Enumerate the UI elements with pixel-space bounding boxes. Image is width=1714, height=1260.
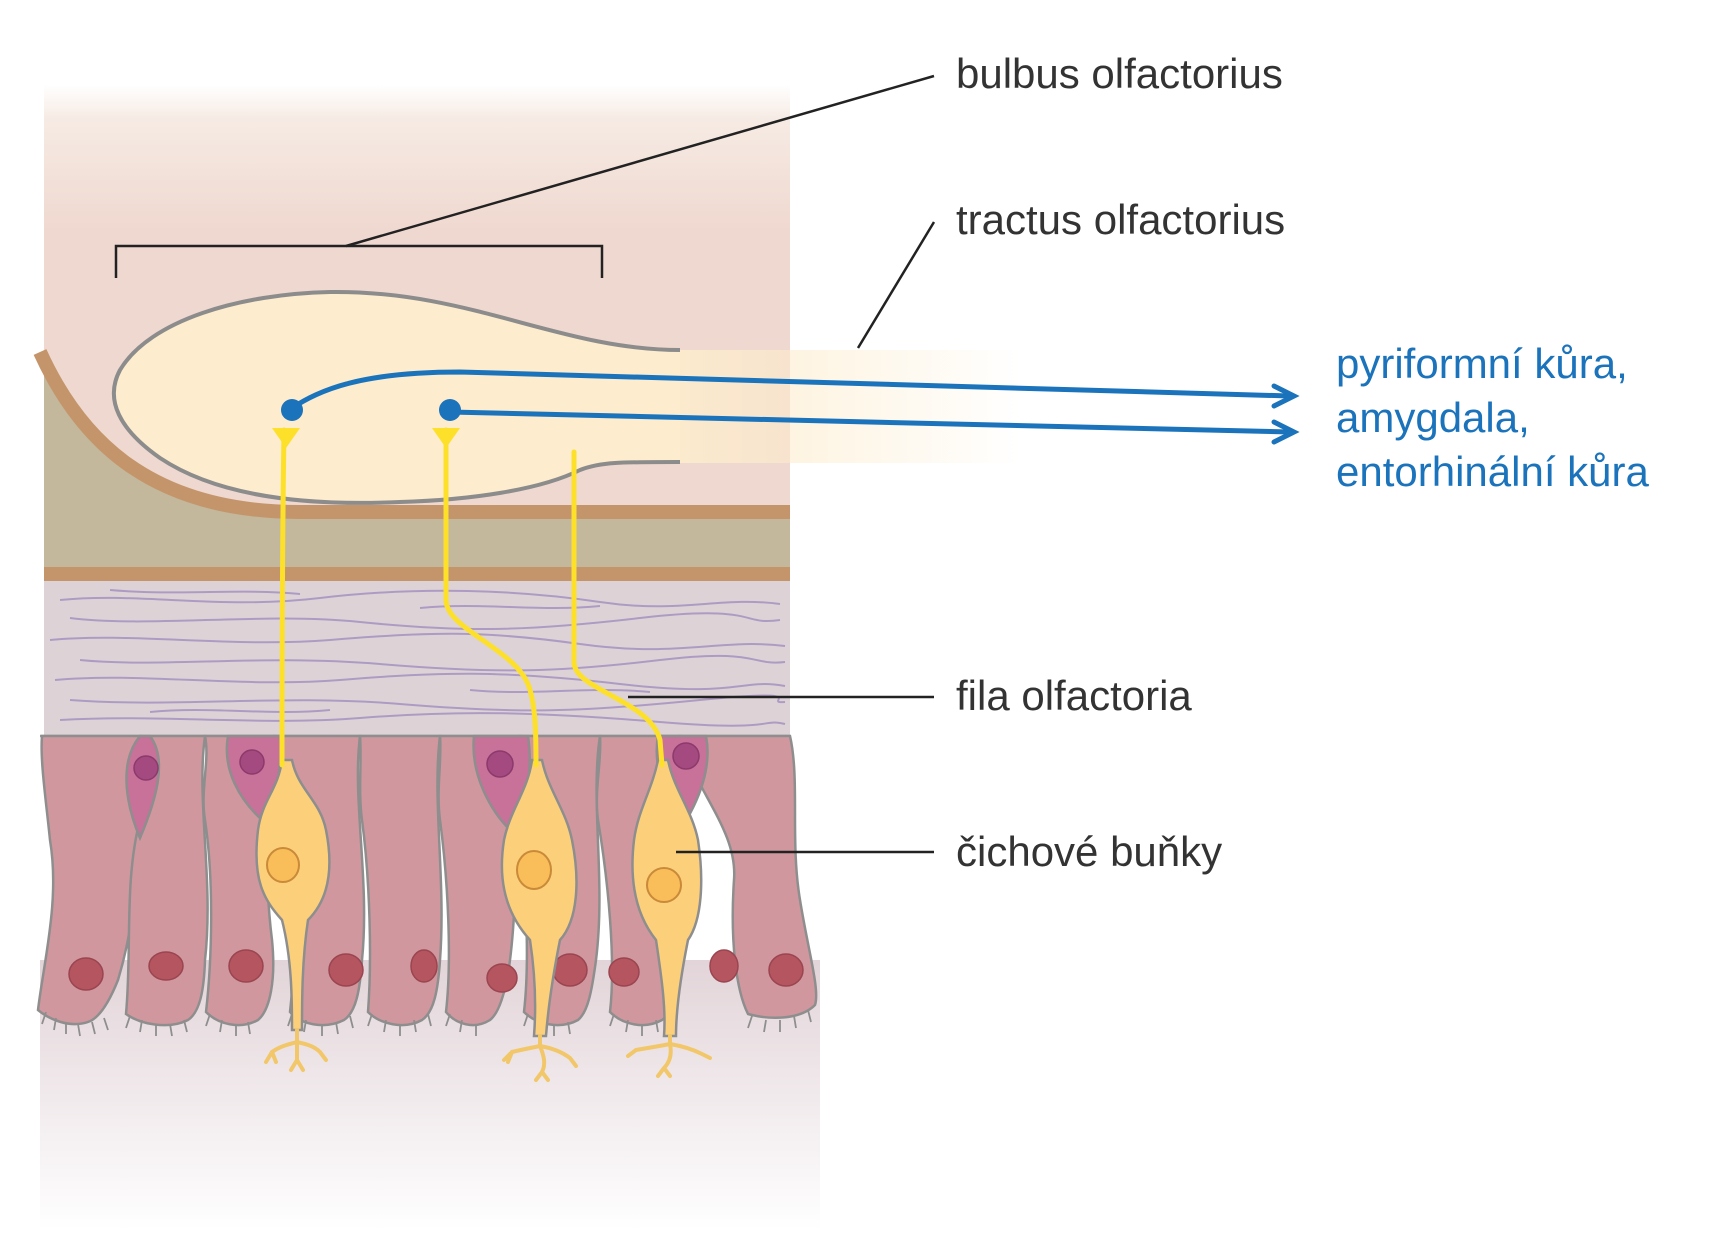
basal-cell-nucleus [133,755,159,781]
arrowhead [1271,419,1300,445]
label-bulbus-olfactorius: bulbus olfactorius [956,50,1283,97]
label-target-entorhinal: entorhinální kůra [1336,448,1650,495]
projection-pathways [289,369,1300,445]
label-fila-olfactoria: fila olfactoria [956,672,1192,719]
synapse-terminal [432,428,460,448]
supporting-cell-nuclei [68,949,804,993]
cilia [41,1009,812,1037]
label-cichove-bunky: čichové buňky [956,828,1222,875]
tractus-leader [856,221,936,349]
axon [443,427,539,768]
receptor-dendrites [264,1028,712,1082]
fila-olfactoria-axons [279,427,665,768]
receptor-cell-nucleus [646,867,682,903]
mitral-cell-body [439,399,461,421]
olfactory-receptor-cell [255,758,331,1032]
mitral-cell-body [281,399,303,421]
bone-edge-upper [33,349,790,519]
bone-edge-lower [44,567,790,581]
axon [279,427,287,768]
basal-cell-nucleus [672,742,700,770]
olfactory-receptor-cell [500,758,578,1038]
projection-axon [447,409,1293,435]
synapse-terminal [272,428,300,448]
label-target-amygdala: amygdala, [1336,394,1530,441]
bulbus-leader [345,74,935,248]
axon [571,449,665,768]
bulbus-bracket [114,244,604,278]
tractus-olfactorius-fade [640,350,1020,463]
olfactory-epithelium [36,734,818,1082]
projection-axon [289,369,1293,411]
receptor-cell-nucleus [266,847,300,883]
basal-cell-nucleus [239,749,265,775]
bulbus-olfactorius [111,289,681,505]
supporting-cell [358,734,443,1027]
label-target-pyriform: pyriformní kůra, [1336,340,1628,387]
basal-cell-nucleus [486,750,514,778]
bulb-tract-join [600,352,680,460]
cribriform-plate [44,352,790,575]
arrowhead [1271,383,1300,409]
label-tractus-olfactorius: tractus olfactorius [956,196,1285,243]
receptor-cell-nucleus [516,850,552,890]
